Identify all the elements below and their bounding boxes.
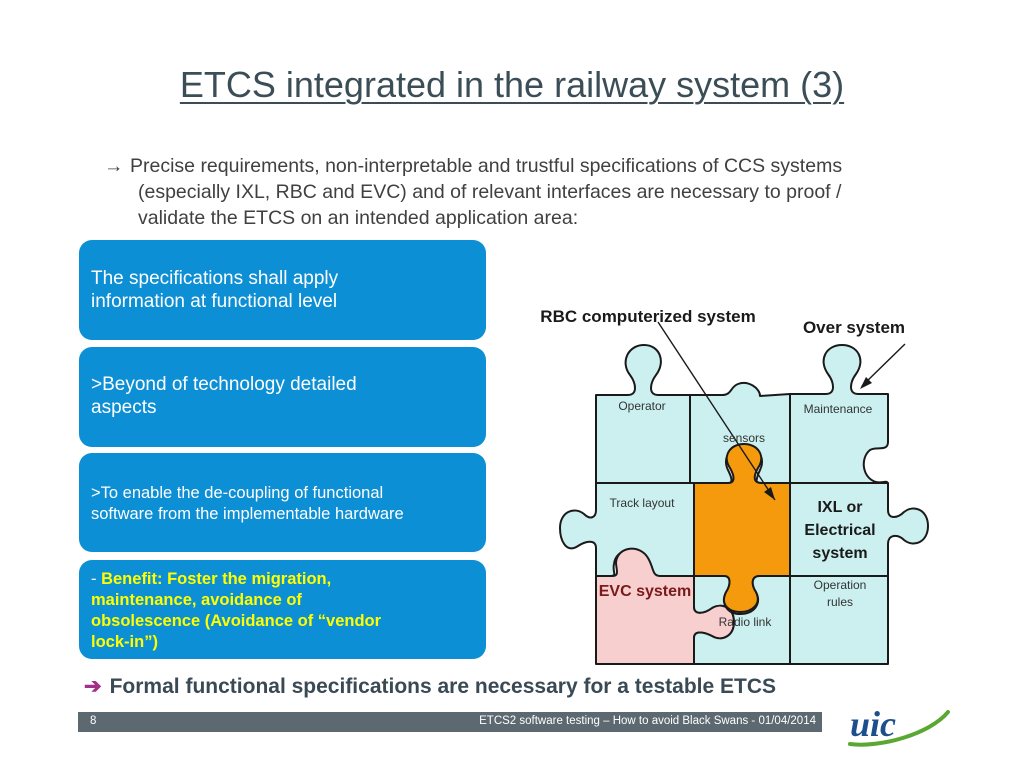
footer-bar [78,712,822,732]
box4-end: ”) [144,633,158,651]
slide-title: ETCS integrated in the railway system (3… [179,64,845,105]
piece-label-ixl-2: Electrical [804,522,875,539]
box3-line-1: >To enable the de-coupling of functional [91,484,384,502]
piece-label-operation: Operation [814,578,867,592]
box4-line-3: obsolescence (Avoidance of “vendor [91,612,382,630]
spec-box-decoupling: >To enable the de-coupling of functional… [79,453,486,552]
spec-box-beyond-technology: >Beyond of technology detailed aspects [79,347,486,447]
box4-dash: - [91,570,102,588]
spec-box-functional-level: The specifications shall apply informati… [79,240,486,340]
arrow-right-icon: → [104,155,124,177]
over-pointer-line [861,343,906,387]
piece-label-operator: Operator [618,399,665,413]
intro-bullet: → Precise requirements, non-interpretable… [104,153,974,231]
box3-line-2: software from the implementable hardware [91,505,404,523]
piece-label-radio-link: Radio link [719,615,773,629]
box4-line-2: maintenance, avoidance of [91,591,302,609]
spec-box-benefit: - Benefit: Foster the migration, mainten… [79,560,486,659]
piece-label-sensors: sensors [723,431,765,445]
conclusion: ➔ Formal functional specifications are ne… [84,674,776,699]
box2-line-1: >Beyond of technology detailed [91,374,357,395]
box1-line-1: The specifications shall apply [91,268,339,289]
rbc-pointer-arrowhead [764,487,775,500]
box2-line-2: aspects [91,397,157,418]
bold-arrow-icon: ➔ [84,675,102,698]
box4-line-1: Benefit: Foster the migration, [101,570,332,588]
piece-label-evc-system: EVC system [599,583,692,600]
bullet-line-3: validate the ETCS on an intended applica… [138,207,579,229]
over-pointer-arrowhead [860,377,872,389]
piece-label-maintenance: Maintenance [804,402,873,416]
piece-label-ixl-1: IXL or [817,499,862,516]
footer-text: ETCS2 software testing – How to avoid Bl… [479,715,816,727]
piece-label-track-layout: Track layout [610,496,676,510]
footer-page-number: 8 [90,715,97,727]
bullet-line-1: Precise requirements, non-interpretable … [130,155,843,177]
puzzle-piece-operation-rules [789,575,889,665]
box1-line-2: information at functional level [91,291,338,312]
piece-label-ixl-3: system [812,545,867,562]
bullet-line-2: (especially IXL, RBC and EVC) and of rel… [138,181,842,203]
uic-logo-swoosh [848,710,950,747]
label-rbc-computerized-system: RBC computerized system [540,307,755,326]
rbc-pointer-line [657,321,776,501]
conclusion-text: Formal functional specifications are nec… [109,675,777,698]
box4-line-4: lock-in [91,633,145,651]
uic-logo: uic [848,704,950,747]
piece-label-rules: rules [827,595,853,609]
label-over-system: Over system [803,318,905,337]
puzzle-piece-ixl [789,482,929,577]
uic-logo-text: uic [850,704,896,744]
